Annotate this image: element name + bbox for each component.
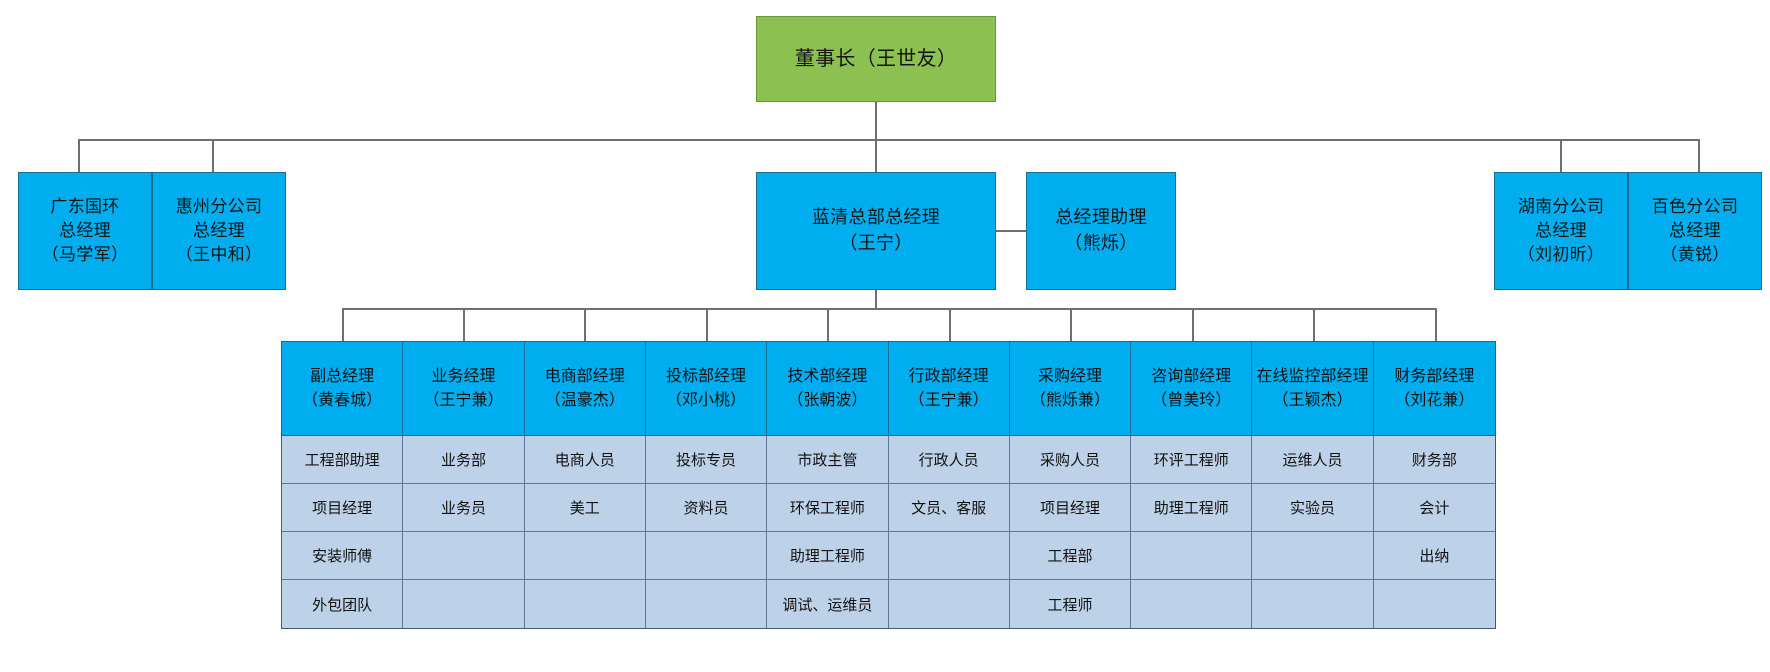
node-gm-assistant[interactable]: 总经理助理 （熊烁） bbox=[1026, 172, 1176, 290]
department-staff-cell bbox=[1131, 532, 1253, 580]
connector-dept-drop-9 bbox=[1313, 308, 1315, 341]
connector-dept-drop-5 bbox=[827, 308, 829, 341]
department-staff-cell: 资料员 bbox=[645, 484, 768, 532]
department-staff-cell: 工程部助理 bbox=[282, 436, 404, 484]
connector-dept-drop-8 bbox=[1192, 308, 1194, 341]
department-staff-cell bbox=[645, 580, 768, 628]
department-header[interactable]: 采购经理 （熊烁兼） bbox=[1009, 342, 1132, 436]
department-staff-cell: 工程部 bbox=[1009, 532, 1132, 580]
connector-drop-right-2 bbox=[1698, 139, 1700, 172]
node-lanqing-hq-gm[interactable]: 蓝清总部总经理 （王宁） bbox=[756, 172, 996, 290]
department-header[interactable]: 行政部经理 （王宁兼） bbox=[888, 342, 1010, 436]
department-header[interactable]: 电商部经理 （温豪杰） bbox=[524, 342, 646, 436]
department-staff-cell: 美工 bbox=[524, 484, 646, 532]
node-branch-baise[interactable]: 百色分公司 总经理 （黄锐） bbox=[1628, 172, 1762, 290]
department-header[interactable]: 业务经理 （王宁兼） bbox=[403, 342, 525, 436]
department-staff-cell: 助理工程师 bbox=[1131, 484, 1253, 532]
department-staff-cell bbox=[888, 532, 1010, 580]
department-staff-cell: 助理工程师 bbox=[767, 532, 889, 580]
department-staff-cell: 财务部 bbox=[1373, 436, 1495, 484]
department-staff-cell: 会计 bbox=[1373, 484, 1495, 532]
connector-drop-left-2 bbox=[212, 139, 214, 172]
department-staff-cell: 出纳 bbox=[1373, 532, 1495, 580]
department-header[interactable]: 咨询部经理 （曾美玲） bbox=[1131, 342, 1253, 436]
connector-dept-drop-10 bbox=[1435, 308, 1437, 341]
node-chairman[interactable]: 董事长（王世友） bbox=[756, 16, 996, 102]
department-staff-cell bbox=[1131, 580, 1253, 628]
department-header[interactable]: 在线监控部经理 （王颖杰） bbox=[1252, 342, 1374, 436]
department-staff-cell bbox=[1373, 580, 1495, 628]
department-staff-cell bbox=[1252, 532, 1374, 580]
department-header[interactable]: 技术部经理 （张朝波） bbox=[767, 342, 889, 436]
node-branch-hunan[interactable]: 湖南分公司 总经理 （刘初昕） bbox=[1494, 172, 1628, 290]
department-staff-cell: 市政主管 bbox=[767, 436, 889, 484]
connector-dept-drop-3 bbox=[584, 308, 586, 341]
department-header[interactable]: 副总经理 （黄春城） bbox=[282, 342, 404, 436]
connector-drop-left-1 bbox=[78, 139, 80, 172]
department-grid: 副总经理 （黄春城）业务经理 （王宁兼）电商部经理 （温豪杰）投标部经理 （邓小… bbox=[281, 341, 1496, 629]
department-staff-cell: 投标专员 bbox=[645, 436, 768, 484]
department-staff-cell: 环保工程师 bbox=[767, 484, 889, 532]
department-staff-cell: 项目经理 bbox=[282, 484, 404, 532]
department-staff-cell: 项目经理 bbox=[1009, 484, 1132, 532]
department-staff-cell bbox=[524, 580, 646, 628]
connector-level2-bus bbox=[78, 139, 1700, 141]
department-staff-cell: 文员、客服 bbox=[888, 484, 1010, 532]
department-staff-cell bbox=[645, 532, 768, 580]
department-staff-cell: 行政人员 bbox=[888, 436, 1010, 484]
connector-dept-drop-1 bbox=[342, 308, 344, 341]
department-staff-cell: 业务部 bbox=[403, 436, 525, 484]
department-staff-cell bbox=[403, 580, 525, 628]
department-staff-cell bbox=[1252, 580, 1374, 628]
department-staff-cell bbox=[524, 532, 646, 580]
node-branch-guangdong-guohuan[interactable]: 广东国环 总经理 （马学军） bbox=[18, 172, 152, 290]
connector-dept-drop-2 bbox=[463, 308, 465, 341]
department-header[interactable]: 财务部经理 （刘花兼） bbox=[1373, 342, 1495, 436]
department-staff-cell: 实验员 bbox=[1252, 484, 1374, 532]
department-staff-cell: 调试、运维员 bbox=[767, 580, 889, 628]
connector-hq-drop bbox=[875, 290, 877, 309]
department-header[interactable]: 投标部经理 （邓小桃） bbox=[645, 342, 768, 436]
department-staff-cell bbox=[403, 532, 525, 580]
connector-dept-drop-4 bbox=[706, 308, 708, 341]
connector-drop-right-1 bbox=[1560, 139, 1562, 172]
department-staff-cell: 业务员 bbox=[403, 484, 525, 532]
department-staff-cell: 运维人员 bbox=[1252, 436, 1374, 484]
connector-chairman-drop bbox=[875, 102, 877, 221]
department-staff-cell: 工程师 bbox=[1009, 580, 1132, 628]
node-branch-huizhou[interactable]: 惠州分公司 总经理 （王中和） bbox=[152, 172, 286, 290]
connector-dept-bus bbox=[342, 308, 1436, 310]
department-staff-cell: 采购人员 bbox=[1009, 436, 1132, 484]
connector-dept-drop-6 bbox=[949, 308, 951, 341]
connector-dept-drop-7 bbox=[1070, 308, 1072, 341]
connector-gm-assistant bbox=[996, 230, 1026, 232]
department-staff-cell: 电商人员 bbox=[524, 436, 646, 484]
department-staff-cell bbox=[888, 580, 1010, 628]
department-staff-cell: 环评工程师 bbox=[1131, 436, 1253, 484]
department-staff-cell: 安装师傅 bbox=[282, 532, 404, 580]
department-staff-cell: 外包团队 bbox=[282, 580, 404, 628]
